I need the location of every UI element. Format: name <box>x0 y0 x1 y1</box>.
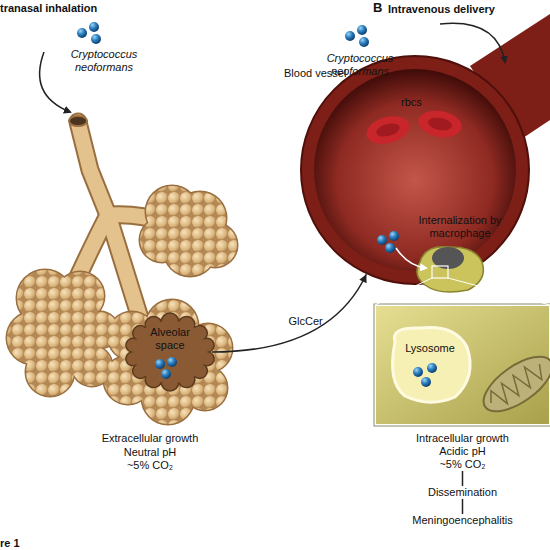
organism-name: Cryptococcus neoformans <box>318 52 402 78</box>
zoom-marker <box>432 266 448 278</box>
figure-number: re 1 <box>0 537 60 550</box>
growth-condition: Neutral pH <box>85 446 215 459</box>
growth-condition: ~5% CO₂ <box>85 459 215 472</box>
inhalation-arrow <box>40 52 70 112</box>
process-step: Dissemination <box>415 486 510 499</box>
macrophage-nucleus <box>432 247 464 269</box>
cell-label: rbcs <box>401 96 441 109</box>
blood-vessel: Blood vessel <box>300 55 530 285</box>
growth-condition: Extracellular growth <box>85 432 215 445</box>
flow-arrow <box>212 274 367 352</box>
lysosome-shape <box>393 327 471 402</box>
outcome-step: Meningoencephalitis <box>398 514 527 527</box>
trachea-opening <box>69 116 87 126</box>
yeast-cells <box>77 22 437 387</box>
alveolar-space-text: Alveolar space <box>140 326 200 352</box>
growth-condition-text: Intracellular growth <box>405 432 520 445</box>
process-step-text: Dissemination <box>415 486 510 499</box>
organism-name: Cryptococcus neoformans <box>62 48 146 74</box>
alveolar-space-shape <box>126 313 214 391</box>
blood-vessel-outline <box>300 55 530 285</box>
connector-line <box>462 471 464 486</box>
flow-arrow <box>462 499 463 514</box>
vessel-wall <box>301 56 529 284</box>
lysosome-text: Lysosome <box>389 342 471 355</box>
growth-condition: Intracellular growthAcidic pH~5% CO₂ <box>405 432 520 471</box>
injection-arrow <box>440 23 505 62</box>
connector-line <box>462 499 464 514</box>
edge-label: GlcCer <box>288 315 322 328</box>
macrophage <box>417 247 483 292</box>
vessel-lumen <box>314 69 516 271</box>
process-label: Internalization by macrophage <box>412 214 508 240</box>
panel-heading: tranasal inhalation <box>0 2 160 15</box>
zoom-leader <box>448 278 550 305</box>
connector-line <box>212 274 366 352</box>
lysosome: Lysosome <box>385 322 475 404</box>
alveoli-cluster <box>7 186 237 424</box>
mitochondrion <box>475 346 550 421</box>
growth-condition-text: Acidic pH <box>405 445 520 458</box>
panel-letter: B <box>373 1 387 14</box>
arrow-head <box>359 274 366 283</box>
growth-condition-text: ~5% CO₂ <box>405 458 520 471</box>
lysosome-outline <box>385 322 475 404</box>
alveoli-outline <box>6 185 239 426</box>
panel-heading: Intravenous delivery <box>388 3 518 16</box>
red-blood-cell <box>363 107 464 148</box>
zoom-leader <box>375 278 432 305</box>
internalization-arrow <box>396 248 426 268</box>
alveolar-space: Alveolar space <box>128 318 212 386</box>
outcome-step-text: Meningoencephalitis <box>398 514 527 527</box>
flow-arrow <box>462 471 463 486</box>
